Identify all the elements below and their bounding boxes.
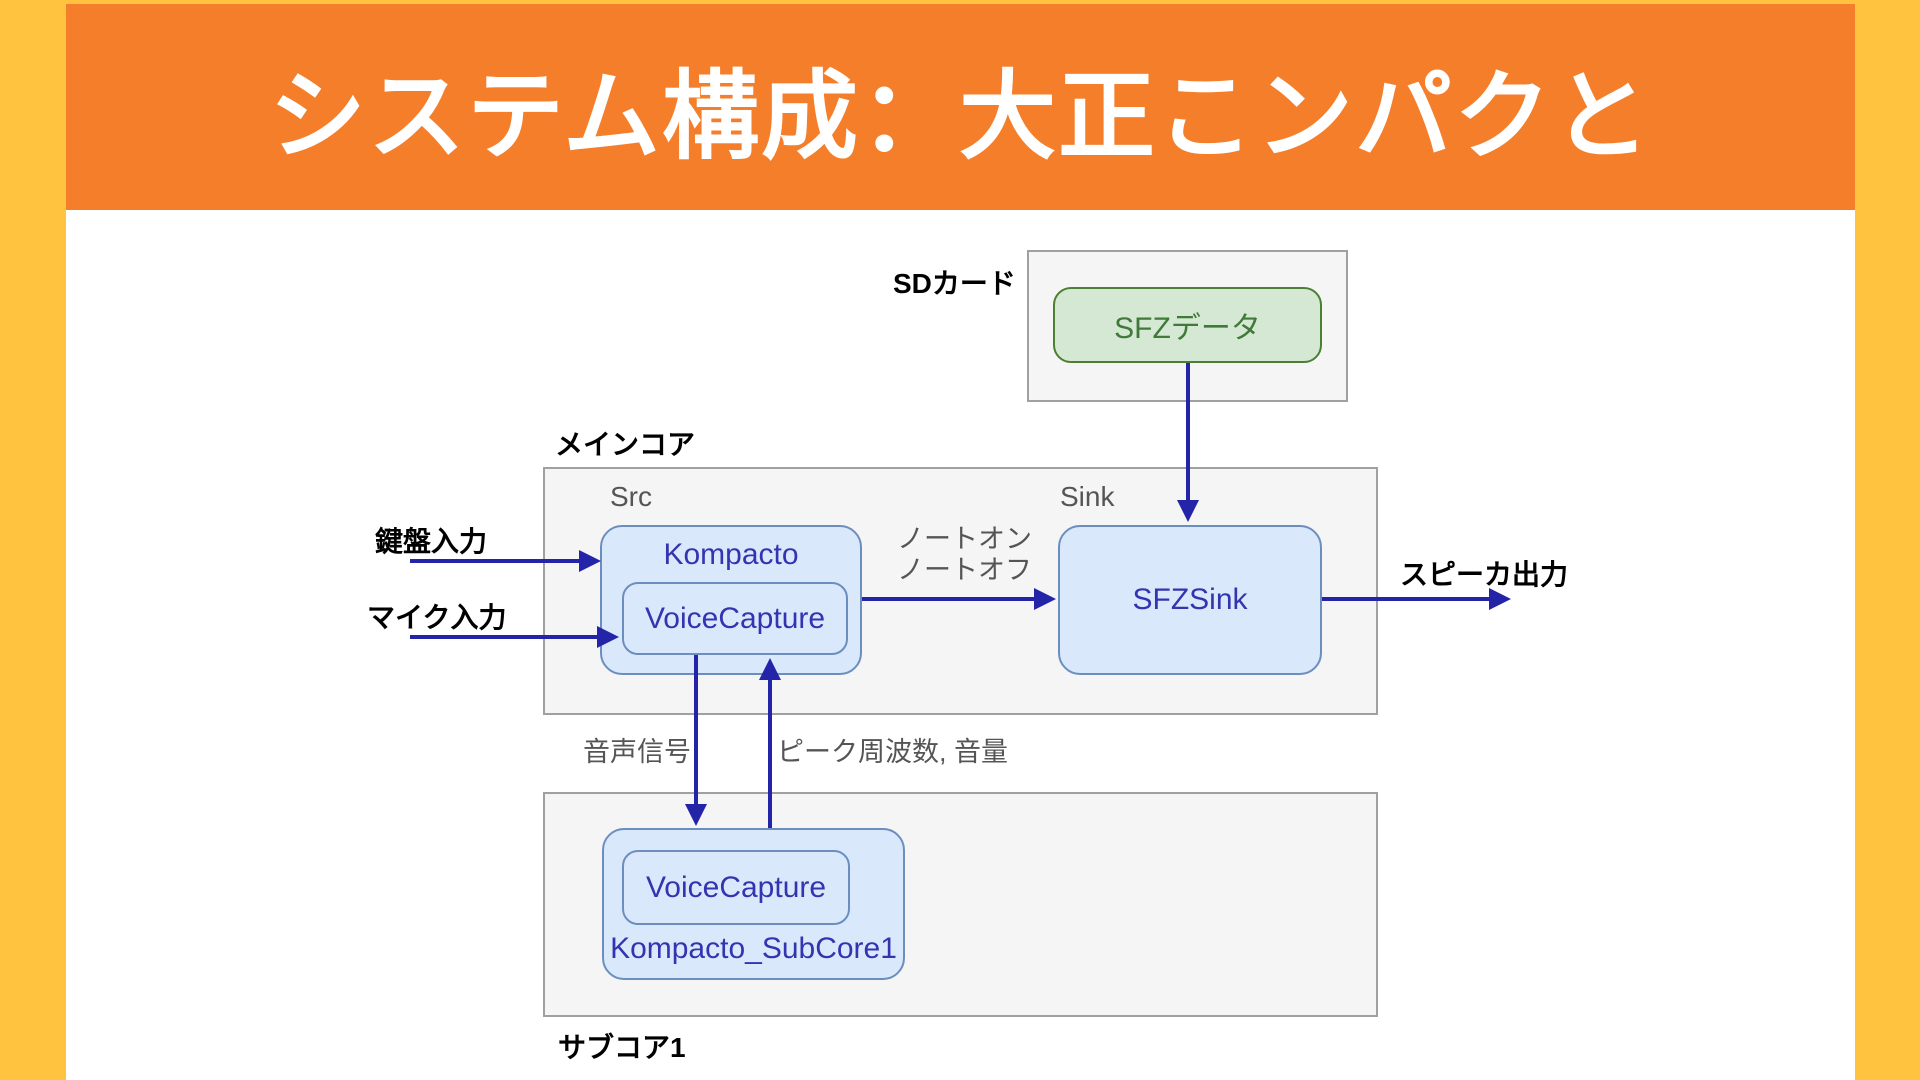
sfz-data-label: SFZデータ — [1114, 312, 1261, 345]
sub-core-label: サブコア1 — [558, 1032, 686, 1063]
peak-feedback-up-arrow — [768, 679, 772, 828]
kompacto-node: Kompacto VoiceCapture — [600, 525, 862, 675]
keyboard-input-label: 鍵盤入力 — [375, 526, 488, 557]
title-banner: システム構成：大正こンパクと — [66, 4, 1855, 210]
sd-card-label: SDカード — [893, 268, 1016, 299]
kompacto-subcore-node: VoiceCapture Kompacto_SubCore1 — [602, 828, 905, 980]
audio-signal-down-arrow — [694, 655, 698, 805]
mic-input-label: マイク入力 — [367, 602, 507, 633]
speaker-output-label: スピーカ出力 — [1400, 559, 1569, 590]
sink-group-label: Sink — [1060, 481, 1115, 512]
keyboard-input-arrow — [410, 559, 580, 563]
mic-input-arrow — [410, 635, 598, 639]
kompacto-label: Kompacto — [663, 538, 799, 571]
voice-capture-sub-label: VoiceCapture — [645, 870, 827, 904]
voice-capture-main-label: VoiceCapture — [644, 601, 826, 635]
note-off-label: ノートオフ — [897, 555, 1032, 585]
audio-signal-label: 音声信号 — [583, 737, 691, 767]
sfz-data-node: SFZデータ — [1053, 287, 1322, 363]
src-group-label: Src — [610, 481, 652, 512]
slide-title: システム構成：大正こンパクと — [268, 61, 1653, 171]
sfz-load-arrow — [1186, 363, 1190, 501]
peak-freq-volume-label: ピーク周波数, 音量 — [777, 737, 1009, 767]
sfz-sink-node: SFZSink — [1058, 525, 1322, 675]
speaker-output-arrow — [1322, 597, 1490, 601]
kompacto-subcore-label: Kompacto_SubCore1 — [610, 932, 897, 965]
voice-capture-sub-node: VoiceCapture — [622, 850, 850, 925]
note-on-label: ノートオン — [897, 524, 1032, 554]
voice-capture-main-node: VoiceCapture — [622, 582, 848, 655]
note-event-arrow — [862, 597, 1035, 601]
main-core-label: メインコア — [555, 429, 696, 460]
sfz-sink-label: SFZSink — [1132, 583, 1248, 616]
